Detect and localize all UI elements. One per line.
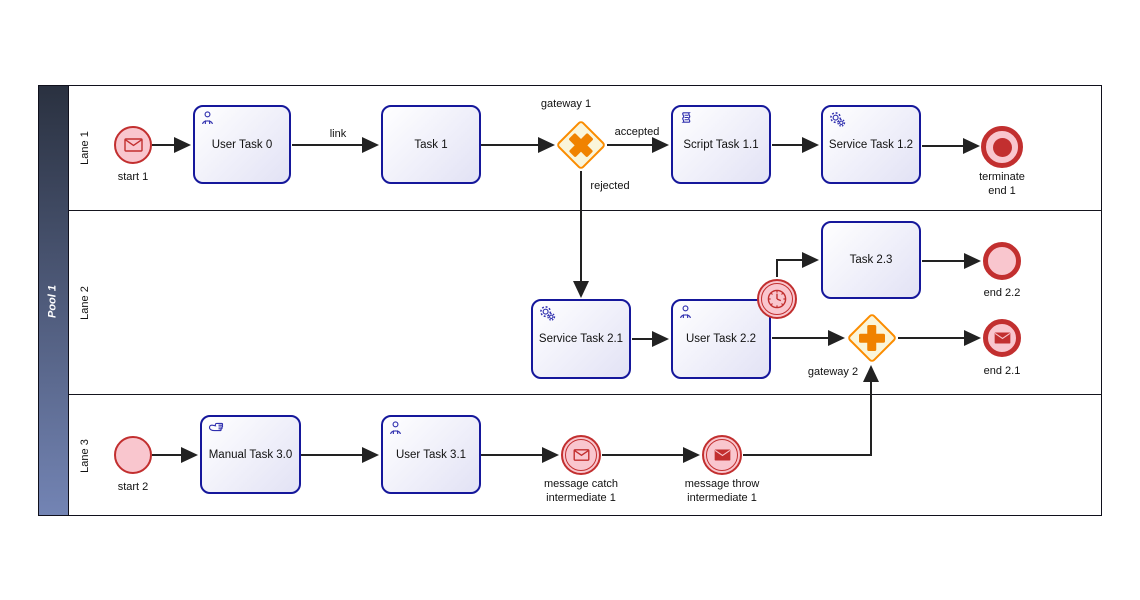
task-label: User Task 3.1 [395,448,467,461]
task-user-task-3-1[interactable]: User Task 3.1 [381,415,481,494]
terminate-icon [992,137,1012,157]
service-gear-icon [829,111,846,128]
task-label: User Task 0 [211,138,273,151]
gateway-1-exclusive[interactable] [555,119,607,171]
flow-label-rejected: rejected [590,180,630,192]
parallel-plus-icon [867,325,877,351]
event-terminate-end-1[interactable] [981,126,1023,168]
event-message-catch-intermediate-1[interactable] [561,435,601,475]
intermediate-ring [565,439,597,471]
task-user-task-2-2[interactable]: User Task 2.2 [671,299,771,379]
event-end-2-2[interactable] [983,242,1021,280]
gateway-label-2: gateway 2 [807,366,859,378]
manual-hand-icon [208,421,224,434]
user-icon [679,305,692,319]
gateway-label-1: gateway 1 [540,98,592,110]
user-icon [389,421,402,435]
task-script-task-1-1[interactable]: Script Task 1.1 [671,105,771,184]
message-envelope-filled-icon [714,449,731,461]
event-label-start-2: start 2 [117,481,149,493]
event-label-end-2-2: end 2.2 [983,287,1021,299]
event-label-end-2-1: end 2.1 [983,365,1021,377]
lane-divider-1 [69,209,1102,211]
task-user-task-0[interactable]: User Task 0 [193,105,291,184]
user-icon [201,111,214,125]
task-1[interactable]: Task 1 [381,105,481,184]
flow-label-accepted: accepted [614,126,660,138]
message-envelope-icon [573,449,590,461]
task-label: Service Task 2.1 [538,333,624,345]
pool-header-bar[interactable]: Pool 1 [39,86,69,515]
event-message-start-1[interactable] [114,126,152,164]
task-service-task-1-2[interactable]: Service Task 1.2 [821,105,921,184]
pool[interactable]: Pool 1 Lane 1 Lane 2 Lane 3 [38,85,1102,516]
flow-timer-task23[interactable] [776,252,819,277]
message-envelope-filled-icon [994,332,1011,344]
event-label-start-1: start 1 [117,171,149,183]
task-label: Task 1 [414,138,448,151]
timer-clock-icon [765,287,789,311]
task-label: Manual Task 3.0 [208,448,293,461]
flow-msgthrow-gateway2[interactable] [743,365,879,456]
task-manual-task-3-0[interactable]: Manual Task 3.0 [200,415,301,494]
intermediate-ring [706,439,738,471]
task-service-task-2-1[interactable]: Service Task 2.1 [531,299,631,379]
event-message-end-2-1[interactable] [983,319,1021,357]
event-start-2[interactable] [114,436,152,474]
task-2-3[interactable]: Task 2.3 [821,221,921,299]
task-label: User Task 2.2 [685,333,757,345]
message-envelope-icon [123,138,143,152]
script-icon [679,111,693,125]
service-gear-icon [539,305,556,322]
flow-label-link: link [329,128,347,140]
gateway-2-parallel[interactable] [846,312,898,364]
task-label: Task 2.3 [849,254,893,266]
intermediate-ring [761,283,793,315]
event-timer-boundary[interactable] [757,279,797,319]
task-label: Script Task 1.1 [683,138,759,151]
event-message-throw-intermediate-1[interactable] [702,435,742,475]
lane-divider-2 [69,393,1102,395]
task-label: Service Task 1.2 [828,138,914,151]
